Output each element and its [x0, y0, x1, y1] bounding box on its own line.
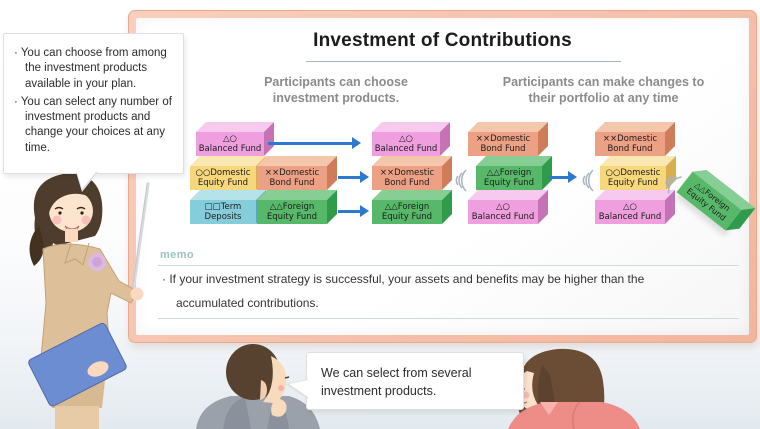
block-before-balanced-fund: △○Balanced Fund — [468, 190, 548, 224]
memo-label: memo — [160, 249, 194, 261]
vibration-icon — [455, 169, 467, 192]
intro-bullet-2: · You can select any number of investmen… — [14, 95, 172, 154]
whiteboard-surface: Investment of Contributions Participants… — [136, 18, 756, 335]
arrow-icon — [268, 137, 361, 149]
vibration-icon — [582, 169, 594, 192]
block-balanced-fund: △○Balanced Fund — [196, 122, 274, 156]
intro-bullet-1: · You can choose from among the investme… — [14, 47, 167, 90]
intro-speech-bubble: · You can choose from among the investme… — [3, 33, 184, 192]
arrow-icon — [338, 171, 369, 183]
block-after-balanced-fund: △○Balanced Fund — [595, 190, 675, 224]
left-section-heading: Participants can choose investment produ… — [264, 75, 408, 106]
arrow-icon — [338, 205, 369, 217]
arrow-icon — [550, 171, 577, 183]
woman-illustration — [508, 348, 640, 429]
title-underline — [306, 61, 621, 62]
right-section-heading: Participants can make changes to their p… — [502, 75, 705, 106]
whiteboard-frame: Investment of Contributions Participants… — [128, 10, 757, 343]
block-selected-balanced-fund: △○Balanced Fund — [372, 122, 450, 156]
memo-rule — [158, 265, 739, 266]
memo-rule — [158, 318, 739, 319]
dialogue-speech-bubble: We can select from several investment pr… — [285, 352, 524, 410]
memo-text-line1: · If your investment strategy is success… — [162, 272, 645, 286]
memo-text-line2: accumulated contributions. — [176, 296, 319, 310]
dialogue-text: We can select from several investment pr… — [321, 366, 472, 398]
teacher-illustration — [28, 173, 144, 429]
man-illustration — [196, 344, 320, 429]
motion-arcs-icon — [665, 176, 682, 194]
page-title: Investment of Contributions — [313, 30, 572, 51]
